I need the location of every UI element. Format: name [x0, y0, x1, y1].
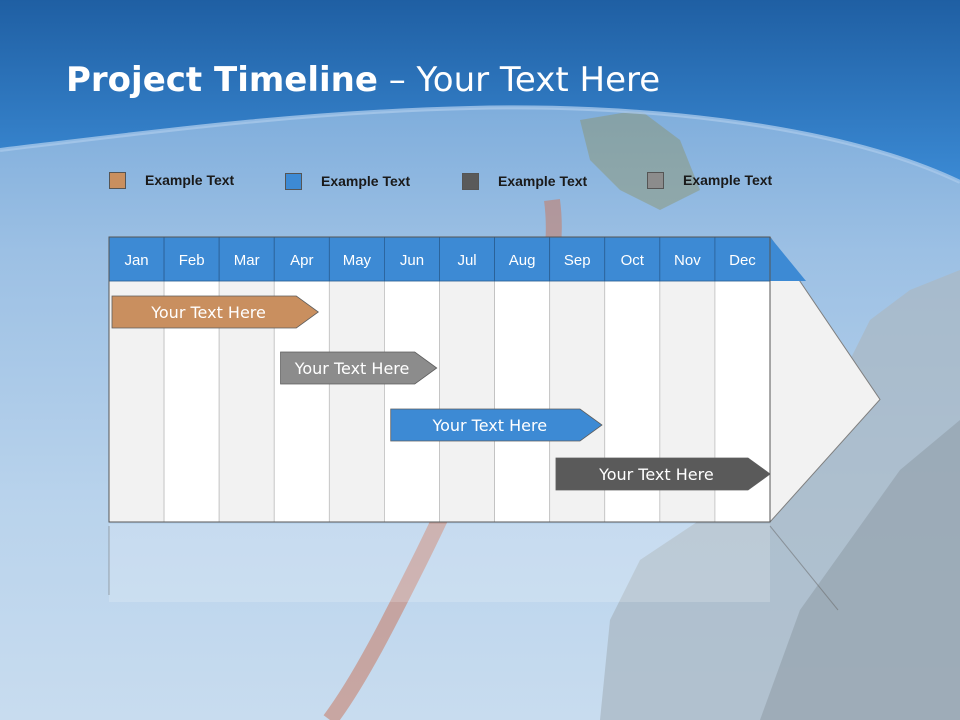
rock-shadow [760, 420, 960, 720]
legend-swatch [462, 172, 479, 190]
chart-frame [108, 236, 771, 523]
month-header-cell [439, 236, 495, 282]
month-header-cell [163, 236, 220, 282]
month-column [384, 280, 440, 523]
arrow-head-header [770, 237, 806, 281]
legend-swatch [109, 171, 126, 189]
month-header-cell [218, 236, 275, 282]
task-label: Your Text Here [431, 416, 547, 435]
month-header-label: Apr [290, 252, 313, 269]
month-header-cell [108, 236, 165, 282]
climber-shape [580, 110, 700, 210]
task-bar [390, 408, 603, 442]
month-header-cell [384, 236, 440, 282]
month-header-cell [604, 236, 661, 282]
month-header-cell [659, 236, 716, 282]
month-header-label: Oct [621, 252, 645, 269]
legend-item-4: Example Text [647, 170, 772, 190]
title-bold: Project Timeline [66, 60, 378, 100]
month-header-label: Jan [124, 252, 148, 269]
month-header-label: Feb [179, 252, 205, 269]
month-column [328, 280, 385, 523]
legend-item-2: Example Text [285, 171, 410, 191]
legend-swatch [647, 171, 664, 189]
title-rest: – Your Text Here [377, 60, 661, 100]
legend-item-3: Example Text [462, 171, 587, 191]
month-header-label: Nov [674, 252, 701, 269]
month-header-label: Sep [564, 252, 591, 269]
chart-reflection [109, 524, 770, 602]
reflection-edge [769, 525, 839, 611]
month-column [439, 280, 495, 523]
page-title: Project Timeline – Your Text Here [66, 60, 660, 100]
band-highlight [0, 105, 960, 184]
legend-label: Example Text [498, 173, 588, 189]
month-header-cell [549, 236, 606, 282]
month-header-cell [273, 236, 330, 282]
task-bar [280, 351, 438, 385]
month-column [494, 280, 551, 523]
legend-label: Example Text [321, 173, 411, 189]
month-header-cell [494, 236, 551, 282]
month-header-label: Dec [729, 252, 756, 269]
month-header-cell [328, 236, 385, 282]
legend-swatch [285, 172, 302, 190]
legend-item-1: Example Text [109, 170, 234, 190]
legend-label: Example Text [145, 172, 235, 188]
task-label: Your Text Here [598, 465, 714, 484]
month-header-label: May [343, 252, 372, 269]
task-bar [555, 457, 771, 491]
task-label: Your Text Here [150, 303, 266, 322]
month-header-label: Jun [400, 252, 424, 269]
task-bar [111, 295, 319, 329]
month-header-label: Jul [457, 252, 476, 269]
month-header-cell [714, 236, 771, 282]
legend-label: Example Text [683, 172, 773, 188]
month-header-label: Mar [234, 252, 260, 269]
month-header-label: Aug [509, 252, 536, 269]
top-band [0, 0, 960, 182]
task-label: Your Text Here [294, 359, 410, 378]
